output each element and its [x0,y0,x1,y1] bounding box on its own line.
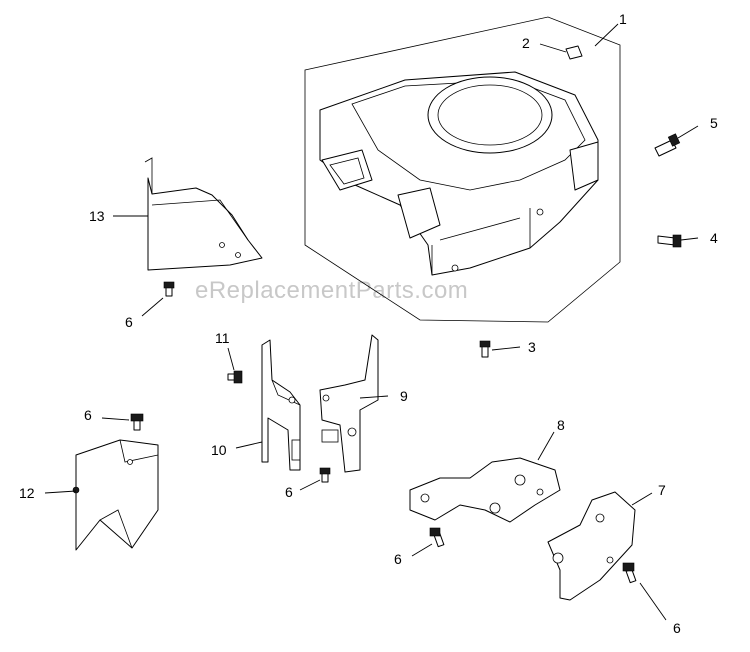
callout-11: 11 [215,330,230,346]
screw-part-6-e[interactable] [622,562,637,584]
callout-3: 3 [528,339,536,355]
callout-6-c: 6 [84,407,92,423]
leader-lines [44,23,699,621]
screw-part-6-b[interactable] [319,467,331,483]
assembly-boundary [304,16,621,323]
screw-part-3[interactable] [479,340,491,358]
bracket-part-10[interactable] [261,339,301,471]
callout-6-d: 6 [394,551,402,567]
screw-part-6-a[interactable] [163,281,175,297]
callout-8: 8 [557,417,565,433]
screw-part-6-d[interactable] [429,527,445,548]
screw-part-4[interactable] [657,234,682,248]
callout-6-b: 6 [285,484,293,500]
screw-part-5[interactable] [654,133,681,157]
screw-part-6-c[interactable] [130,413,144,431]
plate-part-7[interactable] [547,491,636,601]
cover-part-12[interactable] [72,439,159,551]
shroud-part-13[interactable] [144,157,263,271]
callout-2: 2 [522,35,530,51]
blower-housing-part-1[interactable] [304,16,621,323]
callout-6-e: 6 [673,620,681,636]
callout-numbers: 1 2 5 4 3 13 6 11 9 10 6 6 12 8 6 7 6 [19,11,718,636]
callout-7: 7 [658,482,666,498]
callout-6-a: 6 [125,314,133,330]
watermark: eReplacementParts.com [195,277,468,304]
callout-12: 12 [19,485,35,501]
callout-5: 5 [710,115,718,131]
callout-9: 9 [400,388,408,404]
callout-1: 1 [619,11,627,27]
callout-4: 4 [710,230,718,246]
callout-10: 10 [211,442,227,458]
plate-part-8[interactable] [409,457,561,523]
screw-part-11[interactable] [227,370,243,384]
callout-13: 13 [89,208,105,224]
part-2-clip[interactable] [565,45,583,60]
bracket-part-9[interactable] [319,334,379,473]
